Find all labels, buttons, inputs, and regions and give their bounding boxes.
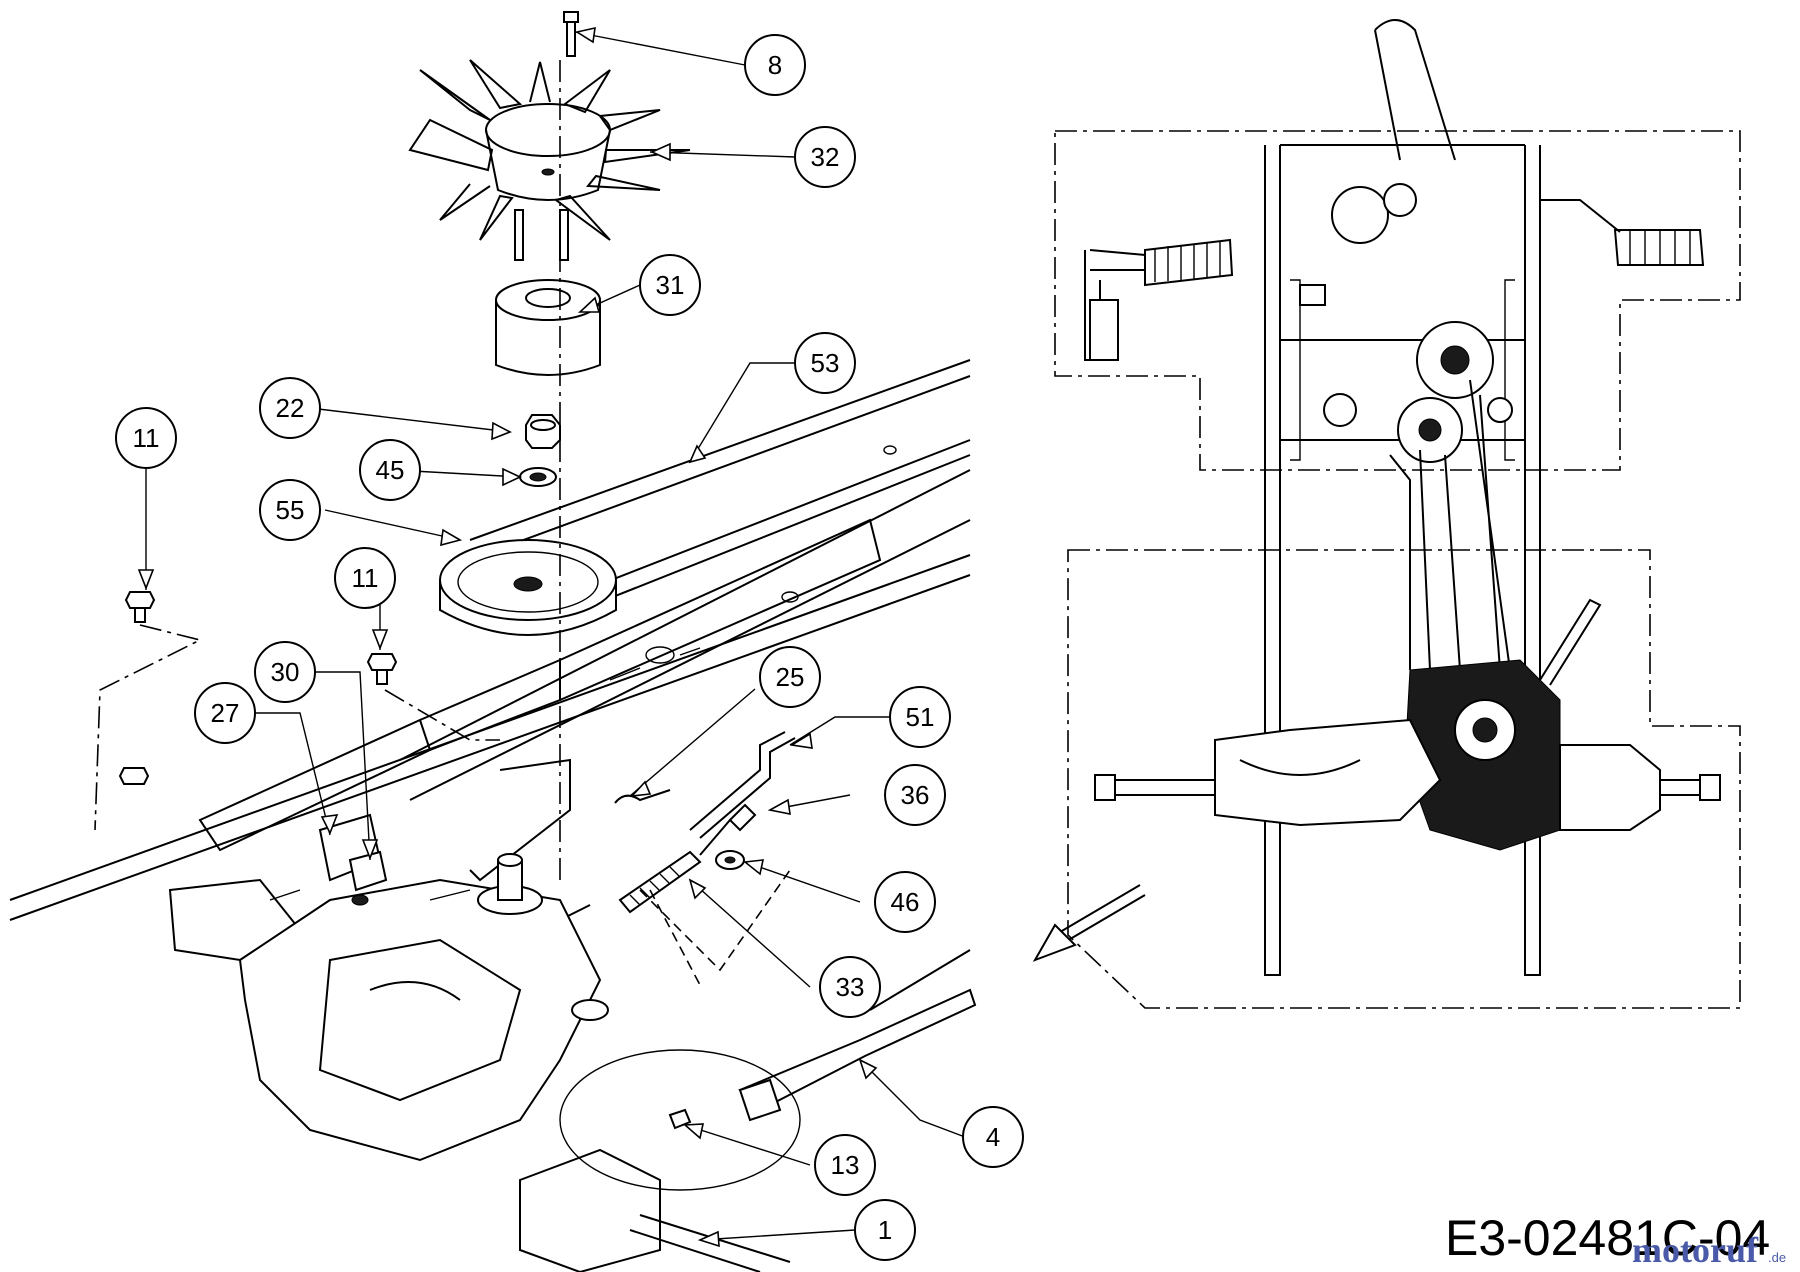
callout-4: 4: [962, 1106, 1024, 1168]
callout-label: 22: [276, 393, 305, 423]
chassis-frame: [9, 445, 971, 921]
callout-label: 27: [211, 698, 240, 728]
part-screw: [668, 1108, 692, 1130]
callout-label: 30: [271, 657, 300, 687]
callout-25: 25: [759, 646, 821, 708]
part-spring: [559, 803, 757, 921]
callout-label: 33: [836, 972, 865, 1002]
callout-label: 8: [768, 50, 782, 80]
callout-label: 11: [133, 423, 160, 453]
part-nut: [525, 414, 561, 449]
callout-label: 31: [656, 270, 685, 300]
part-transaxle: [168, 853, 791, 1272]
callout-label: 53: [811, 348, 840, 378]
part-flange-bolt: [366, 653, 398, 685]
part-shift-lever: [738, 949, 977, 1122]
callout-label: 13: [831, 1150, 860, 1180]
callout-13: 13: [814, 1134, 876, 1196]
direction-arrow: [1032, 884, 1146, 962]
callout-11: 11: [115, 407, 177, 469]
part-cooling-fan: [408, 59, 691, 261]
part-control-rod: [689, 731, 796, 839]
overview-view: [1032, 19, 1741, 1009]
callout-label: 32: [811, 142, 840, 172]
callout-30: 30: [254, 641, 316, 703]
callout-22: 22: [259, 377, 321, 439]
diagram-code: E3-02481C-04: [1445, 1210, 1770, 1266]
callout-label: 46: [891, 887, 920, 917]
watermark-domain: .de: [1768, 1250, 1786, 1265]
overview-detail-box-top: [1054, 130, 1741, 471]
leader-arrowheads: [137, 26, 878, 1248]
callout-1: 1: [854, 1199, 916, 1261]
callout-33: 33: [819, 956, 881, 1018]
callout-label: 55: [276, 495, 305, 525]
callout-55: 55: [259, 479, 321, 541]
part-washer: [519, 467, 557, 487]
part-flange-bolt: [118, 767, 150, 785]
callout-45: 45: [359, 439, 421, 501]
callout-31: 31: [639, 254, 701, 316]
detail-outline: [559, 1049, 801, 1191]
callout-label: 25: [776, 662, 805, 692]
part-hairpin-clip: [614, 789, 671, 804]
part-pulley: [439, 539, 617, 636]
leader-lines: [145, 31, 966, 1241]
part-washer-small: [715, 850, 745, 870]
callout-label: 36: [901, 780, 930, 810]
callout-label: 4: [986, 1122, 1000, 1152]
callout-32: 32: [794, 126, 856, 188]
callout-label: 51: [906, 702, 935, 732]
callout-36: 36: [884, 764, 946, 826]
part-v-belt: [469, 359, 971, 613]
callout-27: 27: [194, 682, 256, 744]
callout-8: 8: [744, 34, 806, 96]
part-spacer: [495, 279, 601, 376]
callout-label: 1: [878, 1215, 892, 1245]
part-flange-bolt: [124, 591, 156, 623]
callout-53: 53: [794, 332, 856, 394]
exploded-view: [9, 11, 977, 1272]
part-bolt: [563, 11, 579, 57]
callout-46: 46: [874, 871, 936, 933]
callout-11: 11: [334, 547, 396, 609]
watermark-logo: motoruf: [1632, 1230, 1759, 1270]
callout-51: 51: [889, 686, 951, 748]
callout-label: 11: [352, 563, 379, 593]
overview-detail-box-bottom: [1067, 549, 1741, 1009]
callout-label: 45: [376, 455, 405, 485]
